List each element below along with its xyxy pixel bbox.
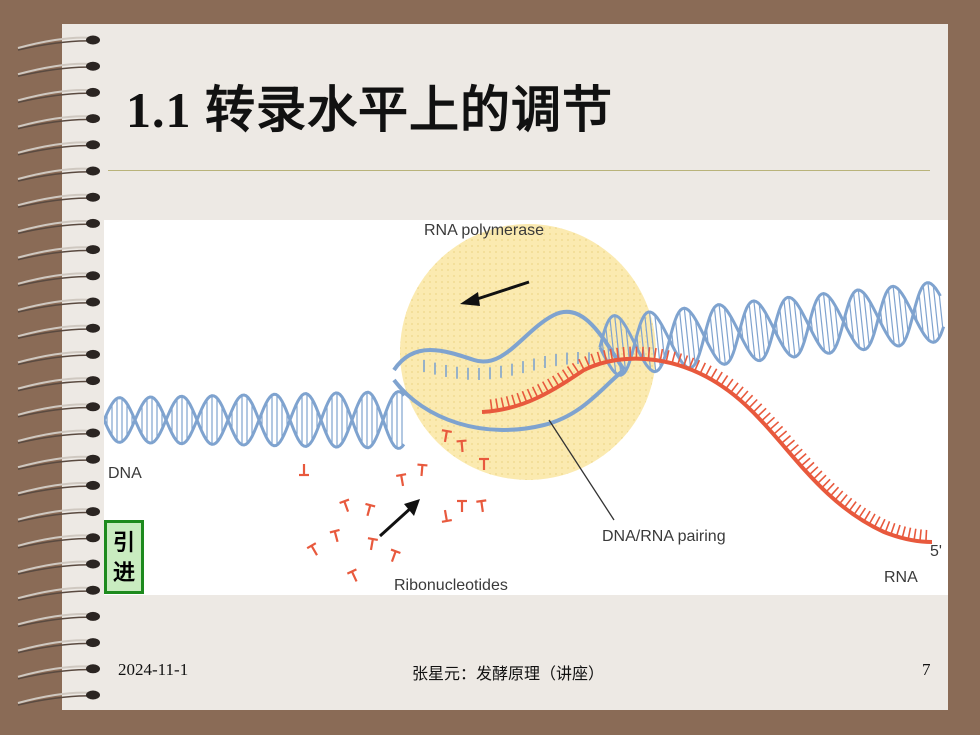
binding-ring <box>17 454 100 470</box>
ribonucleotide <box>441 509 452 523</box>
binding-ring <box>17 585 100 601</box>
intro-badge[interactable]: 引 进 <box>104 520 144 594</box>
transcription-figure: RNA polymerase DNA DNA/RNA pairing Ribon… <box>104 220 948 595</box>
ribonucleotide <box>479 457 489 470</box>
nucleotide-arrow <box>378 499 420 538</box>
ribonucleotide <box>476 499 487 513</box>
ribonucleotide <box>365 502 376 517</box>
binding-ring <box>17 61 100 77</box>
ribonucleotide <box>457 499 467 512</box>
binding-ring <box>17 402 100 418</box>
binding-ring <box>17 376 100 392</box>
five-prime-label: 5' <box>930 543 942 560</box>
binding-ring <box>17 166 100 182</box>
rna-polymerase-label: RNA polymerase <box>424 222 544 239</box>
binding-ring <box>17 245 100 261</box>
footer-date: 2024-11-1 <box>118 660 189 679</box>
ribonucleotide <box>456 439 467 453</box>
slide-title: 1.1 转录水平上的调节 <box>126 82 613 138</box>
ribonucleotide <box>329 528 340 543</box>
binding-ring <box>17 114 100 130</box>
binding-ring <box>17 35 100 51</box>
ribonucleotide <box>299 464 309 477</box>
binding-ring <box>17 690 100 706</box>
binding-ring <box>17 87 100 104</box>
binding-ring <box>17 349 100 366</box>
footer-title: 张星元：发酵原理（讲座） <box>412 664 605 683</box>
binding-ring <box>17 140 100 156</box>
ribonucleotide <box>396 473 407 487</box>
binding-ring <box>17 507 100 523</box>
transcription-diagram: RNA polymerase DNA DNA/RNA pairing Ribon… <box>104 222 946 594</box>
ribonucleotides-label: Ribonucleotides <box>394 577 508 594</box>
binding-ring <box>17 271 100 287</box>
binding-ring <box>17 611 100 628</box>
dna-helix-left <box>104 390 406 450</box>
ribonucleotide <box>367 537 378 551</box>
binding-ring <box>17 218 100 235</box>
binding-ring <box>17 559 100 575</box>
dna-label: DNA <box>108 465 142 482</box>
ribonucleotide <box>441 429 452 443</box>
ribonucleotide <box>417 463 428 477</box>
binding-ring <box>17 664 100 680</box>
binding-ring <box>17 297 100 313</box>
binding-ring <box>17 192 100 208</box>
dna-template-strand <box>392 368 626 432</box>
rna-label: RNA <box>884 569 918 586</box>
direction-arrow <box>460 280 530 306</box>
footer-page-number: 7 <box>922 660 931 679</box>
title-divider <box>108 170 930 171</box>
binding-ring <box>17 428 100 444</box>
ribonucleotide <box>390 548 401 563</box>
dna-rna-pairing-label: DNA/RNA pairing <box>602 528 726 545</box>
binding-ring <box>17 480 100 497</box>
rna-strand <box>481 356 933 544</box>
pairing-pointer-line <box>548 419 615 521</box>
binding-ring <box>17 533 100 549</box>
spiral-binding <box>17 35 100 706</box>
intro-badge-text: 引 进 <box>112 531 135 586</box>
ribonucleotide <box>306 542 318 556</box>
dna-coding-strand <box>392 309 626 372</box>
ribonucleotide <box>346 568 358 582</box>
ribonucleotide <box>339 498 350 513</box>
binding-ring <box>17 638 100 654</box>
binding-ring <box>17 323 100 339</box>
